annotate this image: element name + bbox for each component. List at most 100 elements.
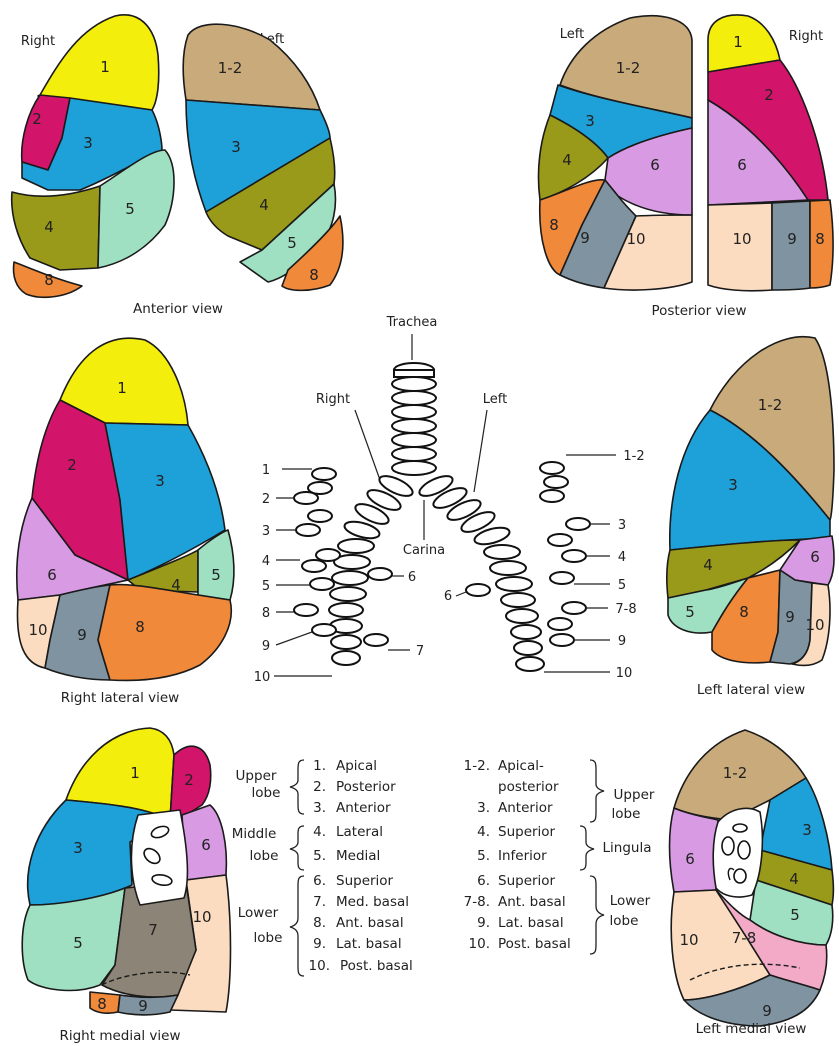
rb-label: 7 [416,644,424,659]
ant-r-seg4 [12,186,100,270]
lb-label: 6 [444,589,452,604]
key-r-num: 1. [313,758,326,774]
post-l-num: 3 [585,112,595,130]
lb-label: 9 [618,634,626,649]
left-lateral-view: 1-2 3 4 6 5 8 9 10 Left lateral view [667,337,834,698]
ant-l-num: 5 [287,234,297,252]
lmed-num: 5 [790,906,800,924]
ant-l-seg12 [183,24,320,110]
carina-label: Carina [403,543,445,558]
key-r-num: 10. [309,958,330,974]
key-r-num: 3. [313,800,326,816]
key-r-name: Medial [336,848,380,864]
rmed-num: 9 [138,997,148,1015]
post-r-num: 9 [787,230,797,248]
segment-key: Upper lobe Middle lobe Lower lobe 1. Api… [232,758,655,976]
key-l-num: 5. [477,848,490,864]
rmed-seg9 [118,995,178,1015]
lb-label: 1-2 [623,449,644,464]
key-r-group-label: Lower [238,905,279,921]
rmed-num: 7 [148,921,158,939]
post-l-num: 9 [580,229,590,247]
ant-r-num: 5 [125,200,135,218]
llat-num: 6 [810,548,820,566]
rmed-num: 6 [201,836,211,854]
rb-label: 1 [262,463,270,478]
rb-label: 4 [262,554,270,569]
lb-label: 4 [618,550,626,565]
lmed-num: 1-2 [723,764,748,782]
key-l-name: Ant. basal [498,894,566,910]
post-l-num: 6 [650,156,660,174]
key-r-name: Apical [336,758,377,774]
key-r-num: 6. [313,873,326,889]
rb-label: 2 [262,492,270,507]
ant-r-num: 8 [44,271,54,289]
key-l-num: 3. [477,800,490,816]
lmed-num: 6 [685,850,695,868]
post-r-num: 6 [737,156,747,174]
posterior-caption: Posterior view [651,303,746,319]
key-l-name: Superior [498,824,556,840]
post-l-num: 4 [562,151,572,169]
key-l-group-label: Lower [610,893,651,909]
post-r-num: 1 [733,33,743,51]
lb-label: 7-8 [615,602,636,617]
llat-num: 1-2 [758,396,783,414]
llat-num: 5 [685,603,695,621]
key-r-num: 5. [313,848,326,864]
left-lateral-caption: Left lateral view [697,682,805,698]
key-l-num: 1-2. [464,758,490,774]
key-l-group-label: lobe [610,913,639,929]
ant-r-num: 1 [100,58,110,76]
lb-label: 5 [618,578,626,593]
key-l-name: Lat. basal [498,915,564,931]
rmed-num: 8 [97,995,107,1013]
trachea-label: Trachea [386,315,438,330]
rmed-num: 2 [184,771,194,789]
key-l-name: Apical- [498,758,544,774]
key-l-name: Superior [498,873,556,889]
key-r-num: 8. [313,915,326,931]
key-l-group-label: lobe [612,806,641,822]
rlat-num: 4 [171,576,181,594]
key-r-name: Ant. basal [336,915,404,931]
ant-l-num: 4 [259,196,269,214]
bronchi-left-label: Left [483,392,507,407]
rb-label: 6 [408,570,416,585]
key-l-name: posterior [498,779,559,795]
rlat-num: 6 [47,566,57,584]
llat-num: 4 [703,556,713,574]
rb-label: 10 [254,670,271,685]
llat-num: 8 [739,603,749,621]
key-l-group-label: Lingula [603,840,652,856]
key-r-group-label: lobe [250,848,279,864]
key-l-num: 7-8. [464,894,490,910]
ant-r-num: 2 [32,110,42,128]
key-r-num: 9. [313,936,326,952]
rlat-num: 2 [67,456,77,474]
rlat-num: 8 [135,618,145,636]
lb-label: 10 [616,666,633,681]
key-r-num: 4. [313,824,326,840]
key-r-group-label: Upper [236,768,277,784]
right-lateral-view: 1 2 3 6 4 5 10 9 8 Right lateral view [17,338,234,706]
key-l-group-label: Upper [614,787,655,803]
ant-r-num: 3 [83,134,93,152]
right-main-bronchus [294,468,415,665]
key-l-name: Inferior [498,848,547,864]
left-medial-caption: Left medial view [696,1021,807,1037]
rb-label: 8 [262,606,270,621]
bronchi-right-label: Right [316,392,350,407]
rmed-num: 3 [73,839,83,857]
right-medial-view: 1 2 3 6 10 5 7 8 9 Right medial view [22,728,230,1044]
llat-num: 10 [805,616,824,634]
rlat-num: 3 [155,472,165,490]
key-l-num: 10. [469,936,490,952]
right-lateral-caption: Right lateral view [61,690,179,706]
key-r-name: Post. basal [340,958,413,974]
rmed-num: 1 [130,764,140,782]
key-r-name: Posterior [336,779,396,795]
key-r-num: 2. [313,779,326,795]
bronchial-tree: Trachea Right Left Carina [254,315,645,685]
